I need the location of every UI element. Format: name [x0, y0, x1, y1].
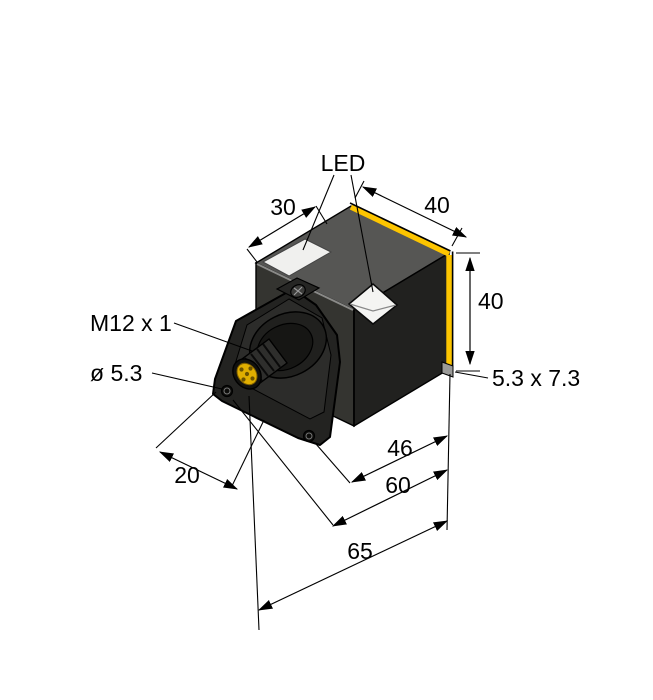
dim40w-line [361, 186, 468, 238]
label-thread-m12: M12 x 1 [90, 310, 172, 336]
hole-diameter-callout: ø 5.3 [90, 360, 223, 390]
dim20-line [158, 451, 239, 490]
dimension-65: 65 [248, 395, 449, 631]
led-prism-face [347, 283, 399, 325]
dim-label-20: 20 [174, 462, 200, 488]
screw-slot-line2 [293, 286, 303, 296]
dim20-ext-right [230, 419, 265, 489]
mounting-hole-right-rim [305, 432, 313, 440]
right-extension-line [446, 373, 451, 531]
slot-leader-line [454, 371, 489, 379]
mounting-hole-left-rim [223, 387, 231, 395]
m12-connector [232, 311, 328, 390]
label-slot-size: 5.3 x 7.3 [492, 365, 580, 391]
dimension-40-height: 40 [456, 252, 504, 372]
led-window-diamond [347, 283, 399, 325]
dim46-ext-left [315, 443, 351, 484]
label-led: LED [321, 150, 366, 176]
dim30-ext-right [315, 205, 328, 225]
slot-size-callout: 5.3 x 7.3 [454, 365, 580, 391]
dim-label-30: 30 [270, 194, 296, 220]
dim60-line [331, 469, 449, 527]
dim-label-60: 60 [385, 472, 411, 498]
mounting-slot [441, 361, 454, 378]
dim65-line [257, 520, 449, 611]
dim30-ext-left [246, 248, 258, 263]
dim-label-65: 65 [347, 538, 373, 564]
dim-label-40-width: 40 [424, 192, 450, 218]
dimension-60: 60 [232, 399, 449, 527]
dim65-ext-left [248, 395, 260, 631]
label-hole-diameter: ø 5.3 [90, 360, 142, 386]
mounting-hole-right [302, 429, 316, 443]
dim-label-46: 46 [387, 435, 413, 461]
bracket-mounting-holes [220, 384, 316, 443]
led-prism-facet-line [349, 303, 397, 312]
dim-label-40-height: 40 [478, 288, 504, 314]
dimension-46: 46 [315, 435, 449, 484]
mounting-bracket [212, 277, 341, 446]
dim40w-ext-left [354, 180, 365, 199]
dim30-line [248, 206, 316, 248]
hole-leader-line [151, 372, 223, 390]
thread-leader-line [173, 322, 253, 352]
mounting-hole-left [220, 384, 234, 398]
dim20-ext-left [155, 391, 217, 449]
dimension-20: 20 [155, 391, 265, 490]
dimension-40-width: 40 [354, 180, 468, 247]
dimension-30: 30 [246, 194, 328, 263]
thread-callout: M12 x 1 [90, 310, 253, 352]
connector-pins [239, 366, 255, 382]
